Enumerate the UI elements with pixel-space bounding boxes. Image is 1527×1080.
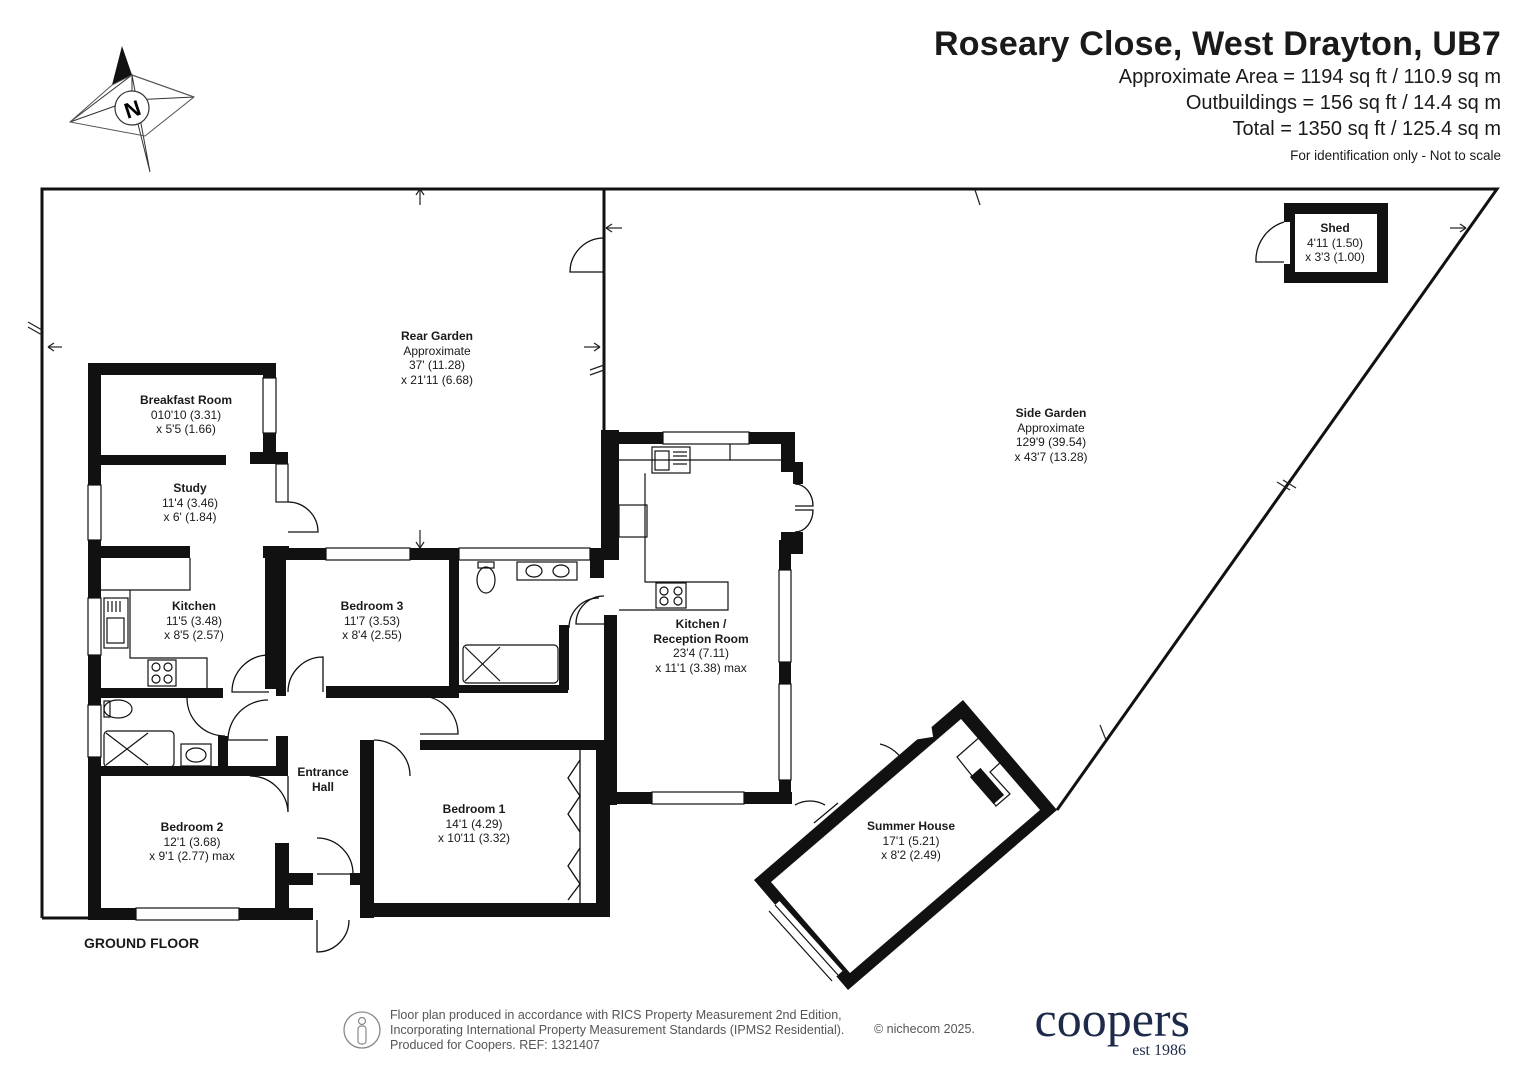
kitchen-fittings (618, 444, 782, 611)
coopers-logo: coopers est 1986 (994, 991, 1191, 1060)
room-dimension: 11'7 (3.53) (343, 613, 401, 628)
house-walls (88, 363, 803, 920)
footer-line: Incorporating International Property Mea… (390, 1023, 845, 1037)
compass-north-label: N (121, 95, 144, 124)
kitchen-west-fittings (101, 558, 208, 688)
room-dimension: 17'1 (5.21) (882, 833, 940, 848)
room-name: Bedroom 3 (340, 599, 404, 613)
room-dimension: x 5'5 (1.66) (156, 422, 216, 436)
footer-line: Produced for Coopers. REF: 1321407 (390, 1038, 600, 1052)
room-label-shed: Shed 4'11 (1.50) x 3'3 (1.00) (1305, 221, 1365, 265)
windows (87, 377, 792, 921)
footer-disclaimer: Floor plan produced in accordance with R… (390, 1008, 844, 1053)
room-dimension: x 3'3 (1.00) (1305, 250, 1365, 264)
bathroom-fittings (103, 561, 578, 768)
floor-label: GROUND FLOOR (84, 935, 200, 951)
room-label-kitchen: Kitchen 11'5 (3.48) x 8'5 (2.57) (164, 599, 224, 643)
room-dimension: x 9'1 (2.77) max (149, 849, 235, 863)
room-name: Kitchen (171, 599, 216, 613)
room-label-summer-house: Summer House 17'1 (5.21) x 8'2 (2.49) (867, 819, 955, 863)
room-label-kitchen-reception: Kitchen / Reception Room 23'4 (7.11) x 1… (653, 617, 748, 675)
room-dimension: x 8'2 (2.49) (881, 848, 941, 862)
room-name: Breakfast Room (139, 393, 233, 407)
room-label-breakfast-room: Breakfast Room 010'10 (3.31) x 5'5 (1.66… (140, 393, 232, 437)
rics-person-icon (343, 1011, 381, 1049)
room-dimension: 12'1 (3.68) (163, 834, 221, 849)
door-swings (186, 237, 826, 953)
summer-house-outline (754, 700, 1057, 990)
copyright-text: © nichecom 2025. (874, 1022, 975, 1036)
room-label-bedroom-3: Bedroom 3 11'7 (3.53) x 8'4 (2.55) (341, 599, 404, 643)
room-name: Rear Garden (400, 329, 474, 343)
room-dimension: x 11'1 (3.38) max (655, 660, 747, 675)
room-name: Shed (1320, 221, 1350, 235)
room-dimension: x 6' (1.84) (163, 510, 217, 524)
brand-name: coopers (1034, 991, 1191, 1047)
outbuildings-area: Outbuildings = 156 sq ft / 14.4 sq m (1185, 92, 1501, 114)
property-title: Roseary Close, West Drayton, UB7 (934, 25, 1501, 63)
room-label-rear-garden: Rear Garden Approximate 37' (11.28) x 21… (401, 329, 473, 387)
room-name: Entrance (297, 765, 349, 779)
compass-icon: N (68, 46, 196, 173)
garden-boundary (40, 187, 1500, 920)
room-name: Study (173, 481, 207, 495)
footer-line: Floor plan produced in accordance with R… (390, 1008, 842, 1022)
room-dimension: 14'1 (4.29) (445, 816, 503, 831)
room-name: Summer House (866, 819, 956, 833)
room-dimension: 129'9 (39.54) (1015, 435, 1087, 449)
room-name: Bedroom 2 (160, 820, 224, 834)
room-dimension: x 8'4 (2.55) (342, 628, 402, 642)
room-name: Kitchen / (675, 617, 727, 631)
header: Roseary Close, West Drayton, UB7 Approxi… (934, 24, 1501, 163)
room-dimension: x 8'5 (2.57) (164, 628, 224, 642)
approx-area: Approximate Area = 1194 sq ft / 110.9 sq… (1118, 66, 1501, 88)
room-detail: Approximate (1017, 420, 1085, 435)
brand-established: est 1986 (1132, 1042, 1186, 1059)
room-detail: Approximate (403, 343, 471, 358)
room-dimension: 11'5 (3.48) (165, 613, 223, 628)
room-dimension: x 10'11 (3.32) (437, 831, 511, 845)
room-dimension: 010'10 (3.31) (150, 407, 222, 422)
room-name: Side Garden (1015, 406, 1087, 420)
room-name: Reception Room (653, 631, 749, 646)
room-label-bedroom-2: Bedroom 2 12'1 (3.68) x 9'1 (2.77) max (149, 820, 235, 864)
room-dimension: x 21'11 (6.68) (400, 372, 474, 387)
total-area: Total = 1350 sq ft / 125.4 sq m (1232, 118, 1502, 140)
room-dimension: 37' (11.28) (408, 358, 466, 372)
room-label-bedroom-1: Bedroom 1 14'1 (4.29) x 10'11 (3.32) (438, 802, 510, 846)
room-dimension: x 43'7 (13.28) (1014, 449, 1088, 464)
room-dimension: 4'11 (1.50) (1306, 235, 1364, 250)
boundary-markers (27, 188, 1467, 741)
room-label-entrance-hall: Entrance Hall (297, 765, 348, 794)
room-label-study: Study 11'4 (3.46) x 6' (1.84) (162, 481, 218, 525)
room-dimension: 23'4 (7.11) (672, 646, 730, 660)
room-name: Bedroom 1 (442, 802, 506, 816)
room-dimension: 11'4 (3.46) (161, 495, 219, 510)
shed-outline (1255, 203, 1388, 283)
wardrobe (567, 750, 581, 903)
room-label-side-garden: Side Garden Approximate 129'9 (39.54) x … (1014, 406, 1087, 464)
scale-note: For identification only - Not to scale (1290, 148, 1501, 163)
room-name: Hall (311, 779, 335, 794)
